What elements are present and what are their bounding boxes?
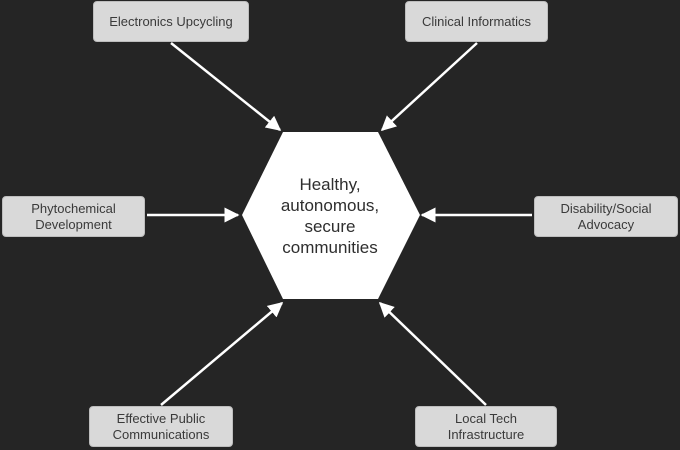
- node-disability-social-advocacy[interactable]: Disability/Social Advocacy: [534, 196, 678, 237]
- node-label: Electronics Upcycling: [109, 13, 233, 29]
- arrow-localtech-to-center: [378, 301, 487, 406]
- arrow-public-to-center: [160, 302, 284, 406]
- node-label: Clinical Informatics: [421, 13, 532, 29]
- node-phytochemical-development[interactable]: Phytochemical Development: [2, 196, 145, 237]
- center-node-text: Healthy, autonomous, secure communities: [280, 175, 380, 257]
- node-label: Disability/Social Advocacy: [560, 200, 652, 232]
- node-label: Effective Public Communications: [112, 410, 210, 442]
- node-label: Local Tech Infrastructure: [447, 410, 525, 442]
- node-local-tech-infrastructure[interactable]: Local Tech Infrastructure: [415, 406, 557, 447]
- node-label: Phytochemical Development: [31, 200, 116, 232]
- node-electronics-upcycling[interactable]: Electronics Upcycling: [93, 1, 249, 42]
- node-effective-public-communications[interactable]: Effective Public Communications: [89, 406, 233, 447]
- arrow-electronics-to-center: [170, 42, 282, 131]
- center-hexagon: [242, 132, 420, 299]
- center-node-label: Healthy, autonomous, secure communities: [265, 172, 395, 260]
- node-clinical-informatics[interactable]: Clinical Informatics: [405, 1, 548, 42]
- arrow-clinical-to-center: [380, 42, 478, 132]
